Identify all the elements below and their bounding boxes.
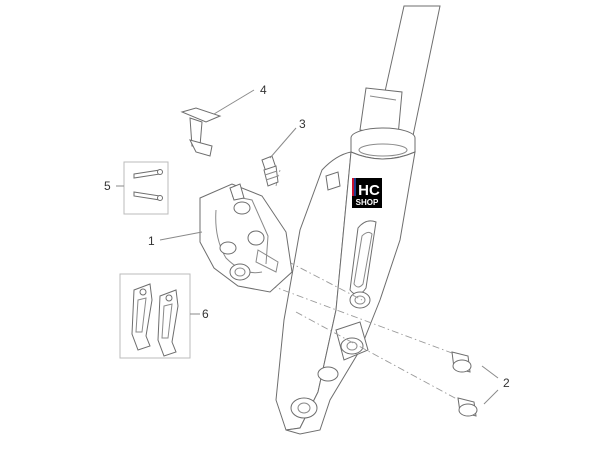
fork-slot-outer	[349, 220, 377, 295]
hc-shop-badge: HC SHOP	[352, 178, 382, 208]
bleeder-body	[263, 165, 279, 187]
caliper-mount-hole-lower	[229, 263, 251, 281]
bolt-upper-head	[452, 359, 472, 373]
mount-lug-upper-hole	[354, 295, 366, 305]
fork-slider-body	[285, 151, 416, 435]
assembly-line-bleeder	[275, 169, 281, 187]
clip-top	[180, 107, 222, 123]
caliper-contour-1	[215, 209, 263, 274]
mount-lug-lower-outer	[340, 337, 364, 355]
pins-box	[123, 161, 169, 215]
brake-pad-right-lining	[161, 303, 173, 339]
brake-pad-left	[131, 283, 153, 351]
pin-lower-head	[157, 195, 163, 201]
leader-3	[269, 127, 297, 159]
caliper-brand-plate	[255, 249, 279, 273]
callout-numbers: 4 3 5 1 6 2	[104, 83, 510, 390]
callout-3: 3	[299, 117, 306, 131]
bolt-lower-head	[458, 403, 478, 417]
brake-pad-right-hole	[165, 294, 173, 302]
pads-box	[119, 273, 191, 359]
clip-foot	[189, 139, 213, 157]
badge-text-shop: SHOP	[356, 198, 379, 207]
mount-lug-upper-outer	[349, 291, 371, 309]
axle-boss-upper	[317, 366, 339, 382]
assembly-line-bolt-lower	[295, 311, 467, 405]
leader-1	[159, 231, 203, 241]
axle-hole	[297, 402, 311, 414]
caliper-port-2	[247, 230, 265, 246]
pin-upper-head	[157, 169, 163, 175]
callout-2: 2	[503, 376, 510, 390]
part-2-bolts	[451, 351, 478, 417]
badge-red-bar	[352, 178, 354, 196]
brake-pad-left-lining	[135, 297, 147, 333]
pin-upper	[133, 169, 161, 179]
part-1-caliper	[199, 183, 293, 293]
badge-text-hc: HC	[358, 182, 380, 199]
leader-4	[213, 89, 255, 115]
brake-pad-left-hole	[139, 288, 147, 296]
dust-cover-line	[369, 95, 397, 101]
brake-pad-right	[157, 289, 179, 357]
leader-2a	[481, 365, 499, 379]
callout-6: 6	[202, 307, 209, 321]
callout-1: 1	[148, 234, 155, 248]
caliper-mount-hole-lower-inner	[234, 267, 246, 277]
part-3-bleeder-valve	[261, 155, 279, 187]
fork-leg	[275, 5, 441, 435]
caliper-port-3	[219, 241, 237, 255]
pin-lower	[133, 191, 161, 201]
caliper-body	[199, 183, 293, 293]
axle-boss	[290, 397, 318, 419]
caliper-boss	[229, 183, 245, 201]
fork-tab	[325, 171, 341, 191]
leader-2b	[483, 389, 499, 405]
part-6-brake-pads	[119, 273, 191, 359]
caliper-port-1	[233, 201, 251, 215]
bleeder-thread	[264, 170, 279, 181]
part-5-pins	[123, 161, 169, 215]
fork-collar-ring	[358, 143, 408, 157]
callout-5: 5	[104, 179, 111, 193]
part-4-spring-clip	[180, 107, 222, 157]
leader-lines	[116, 89, 499, 405]
callout-4: 4	[260, 83, 267, 97]
badge-background	[352, 178, 382, 208]
fork-slot-inner	[353, 231, 373, 288]
